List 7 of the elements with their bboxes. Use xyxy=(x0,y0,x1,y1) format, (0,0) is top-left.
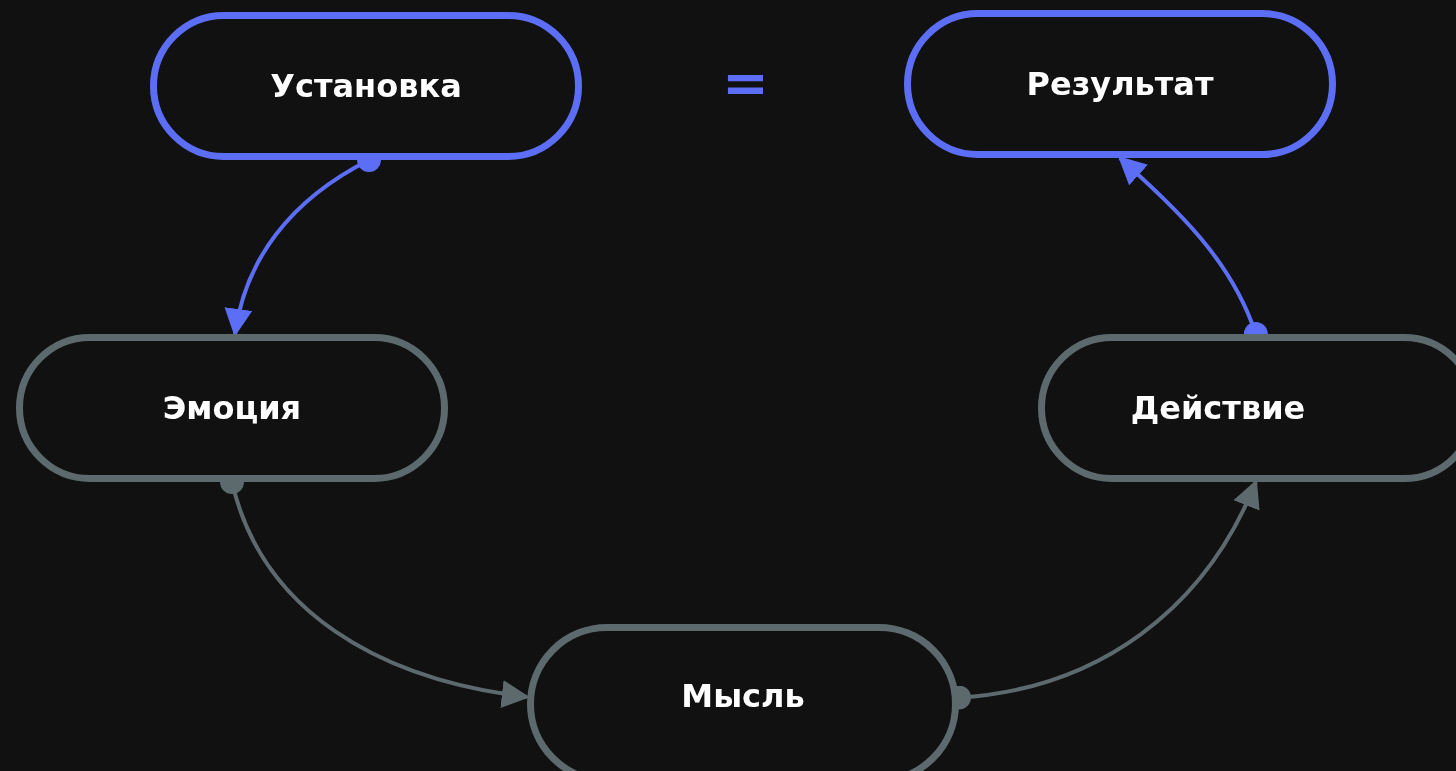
rounded-node xyxy=(1038,334,1456,482)
node-label: Действие xyxy=(1130,389,1306,427)
node-label: Мысль xyxy=(681,677,805,715)
node-label: Результат xyxy=(1026,65,1214,103)
equals-sign: = xyxy=(722,55,769,111)
node-label: Установка xyxy=(270,67,462,105)
node-label: Эмоция xyxy=(162,389,302,427)
